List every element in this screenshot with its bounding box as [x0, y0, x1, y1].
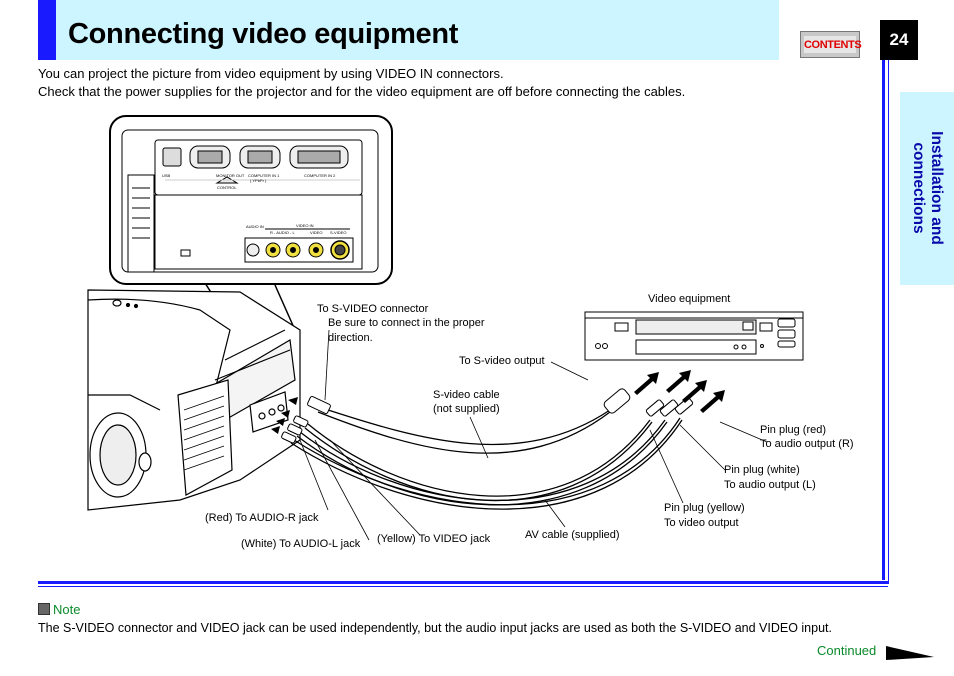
title-banner	[38, 0, 779, 60]
video-jack-label: VIDEO	[310, 230, 322, 235]
note-text: The S-VIDEO connector and VIDEO jack can…	[38, 621, 832, 635]
usb-label: USB	[162, 173, 171, 178]
audio-in-label: AUDIO IN	[246, 224, 264, 229]
audio-output-r-label: To audio output (R)	[760, 438, 854, 450]
s-video-cable-sub-label: (not supplied)	[433, 403, 500, 415]
s-video-note-line-2: direction.	[328, 332, 373, 344]
s-video-connector-label: To S-VIDEO connector	[317, 303, 429, 315]
monitor-out-label: MONITOR OUT	[216, 173, 245, 178]
av-cable-label: AV cable (supplied)	[525, 529, 620, 541]
bottom-rule	[38, 581, 888, 584]
pin-plug-red-label: Pin plug (red)	[760, 424, 827, 436]
intro-line-1: You can project the picture from video e…	[38, 66, 504, 81]
contents-button-label: CONTENTS	[804, 36, 862, 53]
yellow-video-label: (Yellow) To VIDEO jack	[377, 533, 491, 545]
title-accent-bar	[38, 0, 56, 60]
computer-in-1-label: COMPUTER IN 1	[248, 173, 280, 178]
video-equipment-device	[584, 311, 804, 361]
control-label: CONTROL	[217, 185, 237, 190]
audio-output-l-label: To audio output (L)	[724, 479, 816, 491]
red-audio-r-label: (Red) To AUDIO-R jack	[205, 512, 319, 524]
pin-plug-yellow-label: Pin plug (yellow)	[664, 502, 745, 514]
r-audio-l-label: R - AUDIO - L	[270, 230, 295, 235]
white-audio-l-label: (White) To AUDIO-L jack	[241, 538, 361, 550]
contents-button[interactable]: CONTENTS	[800, 31, 862, 58]
s-video-note-line-1: Be sure to connect in the proper	[328, 317, 485, 329]
s-video-cable-label: S-video cable	[433, 389, 500, 401]
right-rule-thin	[888, 60, 889, 584]
note-icon	[38, 603, 50, 615]
next-page-arrow-icon[interactable]	[886, 644, 936, 662]
note-heading: Note	[38, 602, 80, 617]
page-number: 24	[880, 20, 918, 60]
video-output-label: To video output	[664, 517, 739, 529]
page-title: Connecting video equipment	[68, 18, 459, 50]
bottom-rule-thin	[38, 586, 888, 587]
video-in-label: VIDEO IN	[296, 223, 314, 228]
pin-plug-white-label: Pin plug (white)	[724, 464, 800, 476]
section-tab[interactable]	[900, 92, 954, 285]
computer-in-1-sub-label: ( YPbPr )	[250, 178, 267, 183]
video-equipment-label: Video equipment	[648, 293, 731, 305]
continued-link[interactable]: Continued	[817, 643, 877, 658]
right-rule	[882, 60, 885, 580]
s-video-cable	[321, 407, 611, 446]
intro-text: You can project the picture from video e…	[38, 65, 878, 101]
computer-in-2-label: COMPUTER IN 2	[304, 173, 336, 178]
s-video-jack-label: S-VIDEO	[330, 230, 346, 235]
intro-line-2: Check that the power supplies for the pr…	[38, 84, 686, 99]
s-video-output-label: To S-video output	[459, 355, 545, 367]
